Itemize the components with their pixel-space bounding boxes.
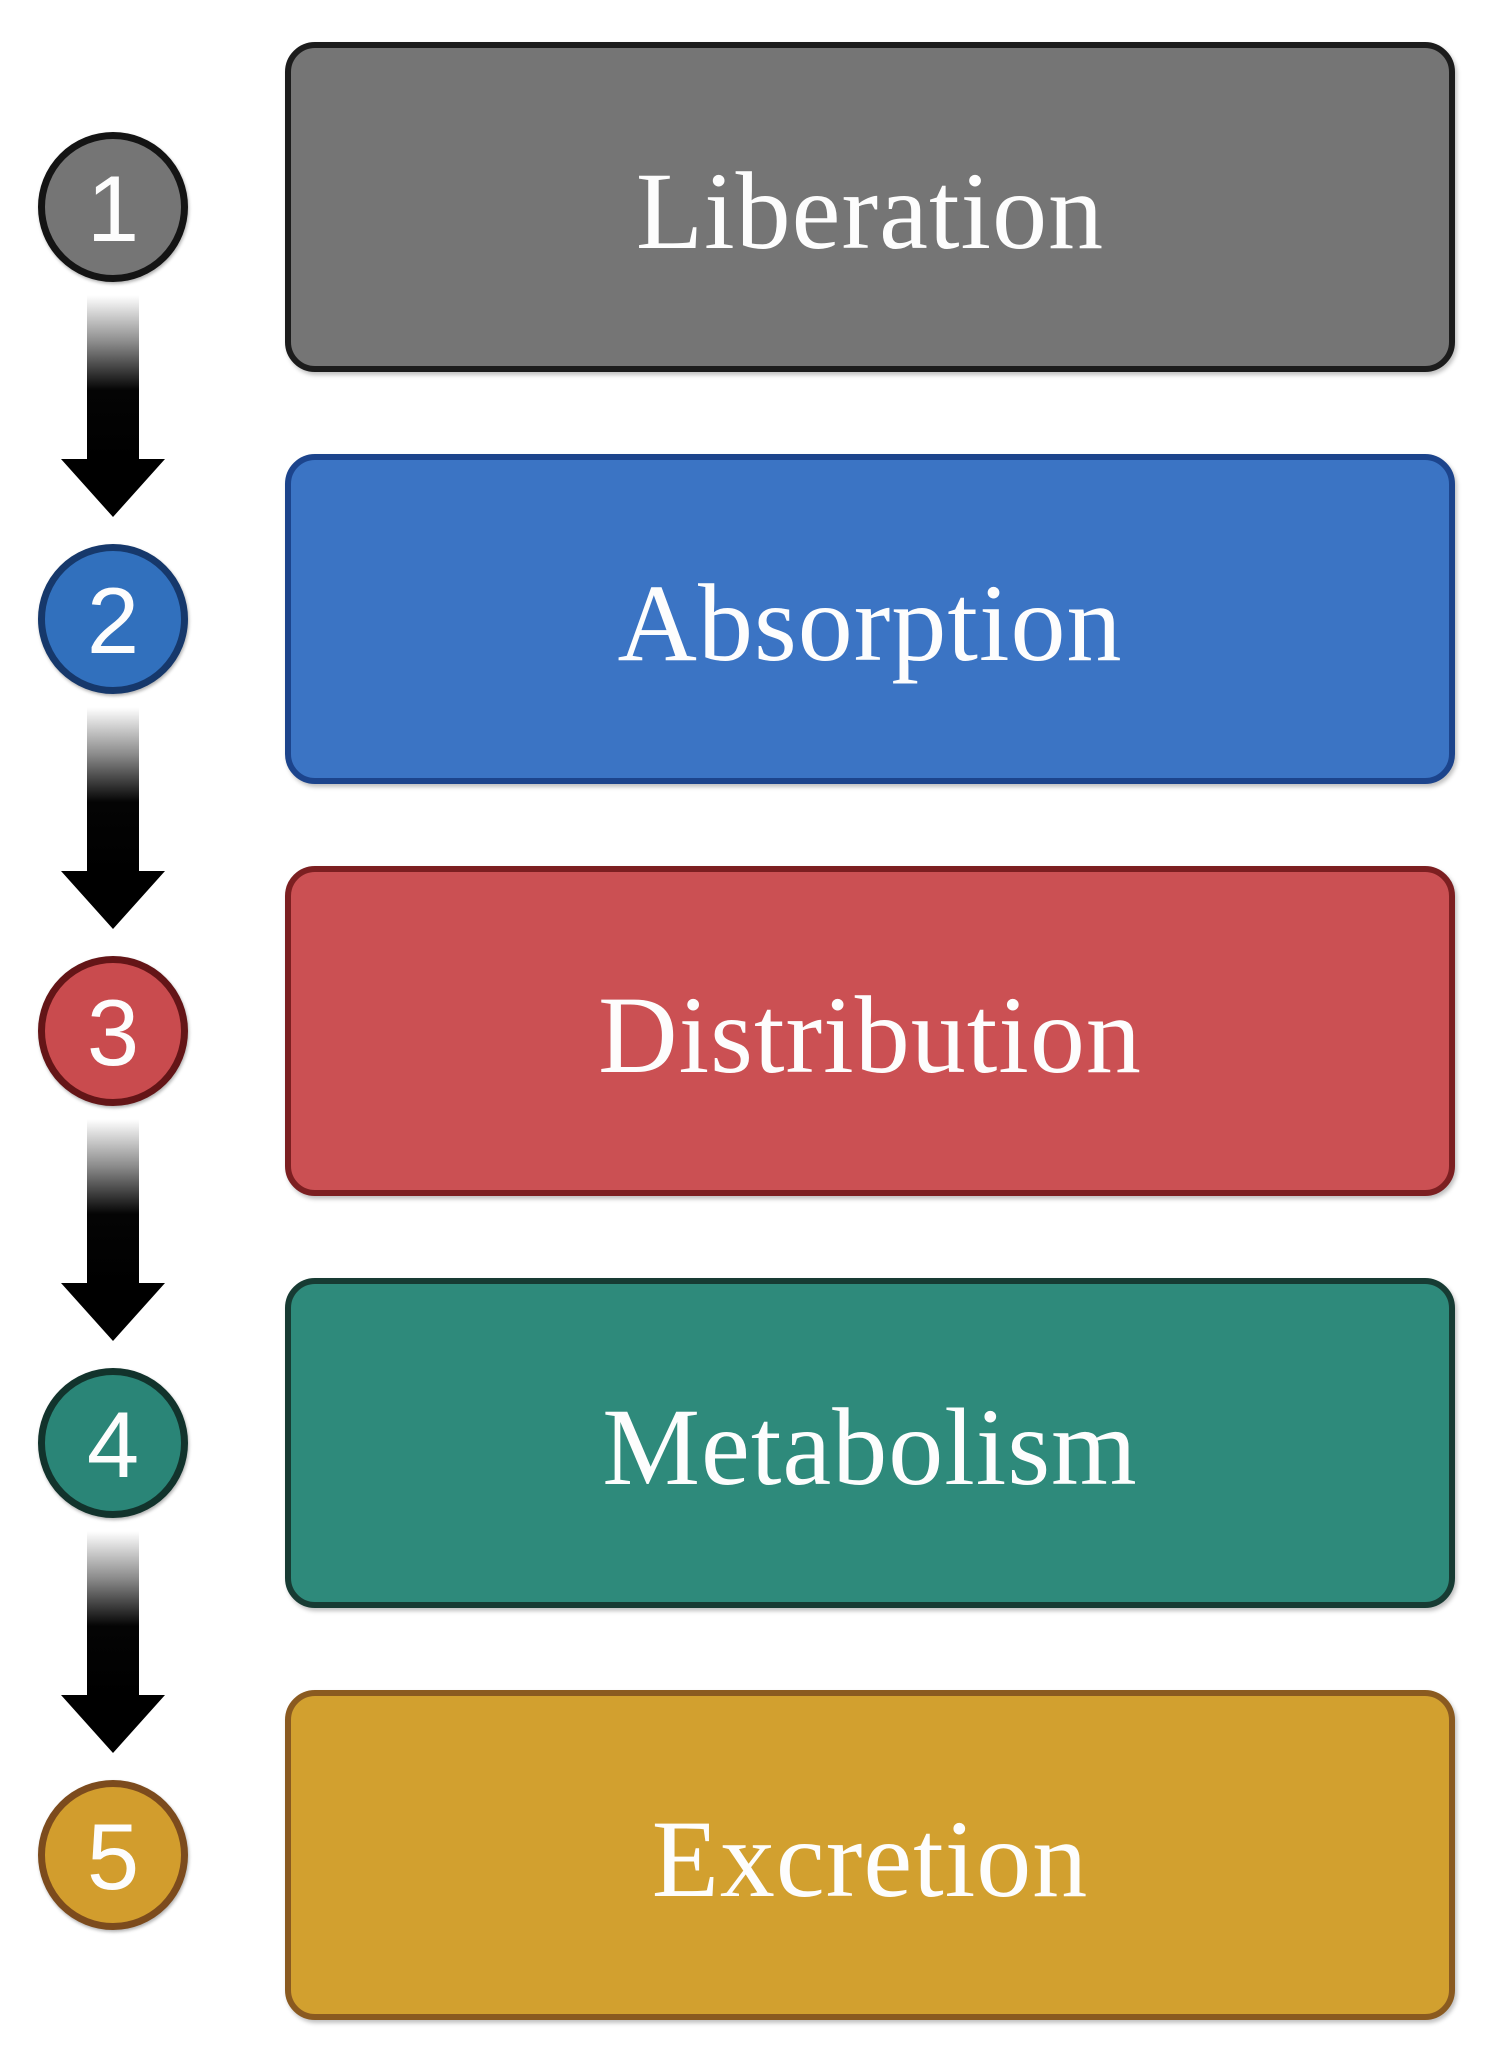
step-number-badge-5: 5 <box>38 1780 188 1930</box>
step-number-5: 5 <box>86 1804 140 1909</box>
step-box-liberation: Liberation <box>285 42 1455 372</box>
step-label-absorption: Absorption <box>617 562 1123 684</box>
step-number-4: 4 <box>86 1392 140 1497</box>
down-arrow-icon <box>61 292 165 517</box>
step-label-metabolism: Metabolism <box>602 1386 1138 1508</box>
down-arrow-stem <box>87 1116 139 1285</box>
step-label-liberation: Liberation <box>635 150 1105 272</box>
down-arrow-head <box>61 1695 165 1753</box>
step-number-3: 3 <box>86 980 140 1085</box>
step-box-excretion: Excretion <box>285 1690 1455 2020</box>
step-number-2: 2 <box>86 568 140 673</box>
down-arrow-icon <box>61 704 165 929</box>
step-box-metabolism: Metabolism <box>285 1278 1455 1608</box>
step-box-distribution: Distribution <box>285 866 1455 1196</box>
down-arrow-stem <box>87 1528 139 1697</box>
down-arrow-stem <box>87 704 139 873</box>
down-arrow-head <box>61 871 165 929</box>
down-arrow-stem <box>87 292 139 461</box>
down-arrow-head <box>61 459 165 517</box>
step-number-badge-4: 4 <box>38 1368 188 1518</box>
down-arrow-head <box>61 1283 165 1341</box>
step-number-badge-2: 2 <box>38 544 188 694</box>
step-number-badge-1: 1 <box>38 132 188 282</box>
step-number-badge-3: 3 <box>38 956 188 1106</box>
step-label-distribution: Distribution <box>598 974 1142 1096</box>
down-arrow-icon <box>61 1528 165 1753</box>
step-number-1: 1 <box>86 156 140 261</box>
step-box-absorption: Absorption <box>285 454 1455 784</box>
step-label-excretion: Excretion <box>651 1798 1089 1920</box>
down-arrow-icon <box>61 1116 165 1341</box>
